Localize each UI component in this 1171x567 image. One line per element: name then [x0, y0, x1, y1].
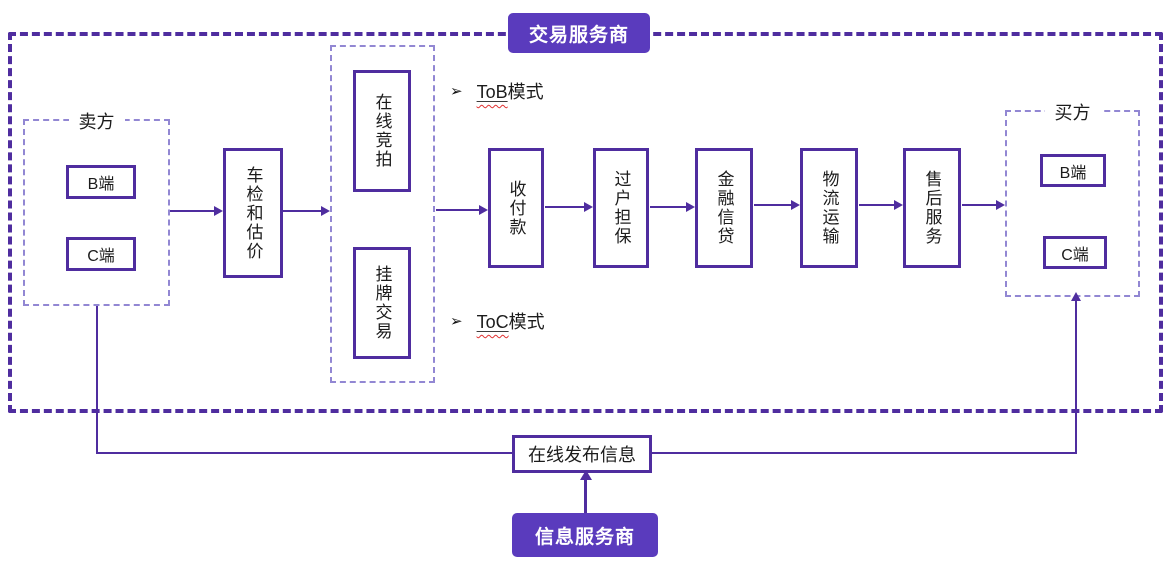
seller-title: 卖方	[68, 108, 125, 134]
online-auction-box: 在线竞拍	[353, 70, 411, 192]
arrow-info-provider-to-publish	[584, 480, 587, 513]
line-publish-to-buyer	[652, 452, 1077, 454]
arrow-seller-to-inspection	[170, 210, 214, 212]
toc-mode-label: ➢ ToC模式	[450, 308, 545, 334]
arrow-transfer-to-credit	[650, 206, 686, 208]
seller-group: 卖方 B端 C端	[23, 108, 170, 306]
arrow-credit-to-logistics	[754, 204, 791, 206]
logistics-label: 物流运输	[819, 170, 839, 246]
arrow-payment-to-transfer	[545, 206, 584, 208]
payment-label: 收付款	[506, 179, 526, 237]
arrow-listing-to-payment	[436, 209, 479, 211]
line-seller-to-publish	[96, 452, 512, 454]
info-provider-banner: 信息服务商	[512, 513, 658, 557]
seller-b-box: B端	[66, 165, 136, 199]
arrow-logistics-to-aftersales	[859, 204, 894, 206]
buyer-title: 买方	[1044, 99, 1101, 125]
trading-provider-boundary	[8, 32, 1163, 413]
after-sales-box: 售后服务	[903, 148, 961, 268]
buyer-c-box: C端	[1043, 236, 1107, 269]
transfer-guarantee-box: 过户担保	[593, 148, 649, 268]
arrow-inspection-to-listing	[283, 210, 321, 212]
payment-box: 收付款	[488, 148, 544, 268]
listing-group: 在线竞拍 挂牌交易	[330, 45, 435, 383]
arrow-up-into-buyer	[1075, 301, 1077, 454]
logistics-box: 物流运输	[800, 148, 858, 268]
publish-info-box: 在线发布信息	[512, 435, 652, 473]
line-seller-down	[96, 306, 98, 454]
financial-credit-label: 金融信贷	[714, 170, 734, 246]
inspection-label: 车检和估价	[243, 165, 263, 261]
arrow-bullet-icon: ➢	[450, 313, 463, 330]
toc-mode-text: ToC模式	[476, 312, 545, 332]
buyer-group: 买方 B端 C端	[1005, 99, 1140, 297]
tob-mode-text: ToB模式	[476, 82, 544, 102]
arrow-bullet-icon: ➢	[450, 83, 463, 100]
arrow-aftersales-to-buyer	[962, 204, 996, 206]
financial-credit-box: 金融信贷	[695, 148, 753, 268]
online-auction-label: 在线竞拍	[372, 93, 392, 169]
seller-c-box: C端	[66, 237, 136, 271]
inspection-box: 车检和估价	[223, 148, 283, 278]
listed-trading-box: 挂牌交易	[353, 247, 411, 359]
listed-trading-label: 挂牌交易	[372, 265, 392, 341]
after-sales-label: 售后服务	[922, 170, 942, 246]
tob-mode-label: ➢ ToB模式	[450, 78, 544, 104]
buyer-b-box: B端	[1040, 154, 1106, 187]
transfer-guarantee-label: 过户担保	[611, 170, 631, 246]
trading-provider-banner: 交易服务商	[508, 13, 650, 53]
